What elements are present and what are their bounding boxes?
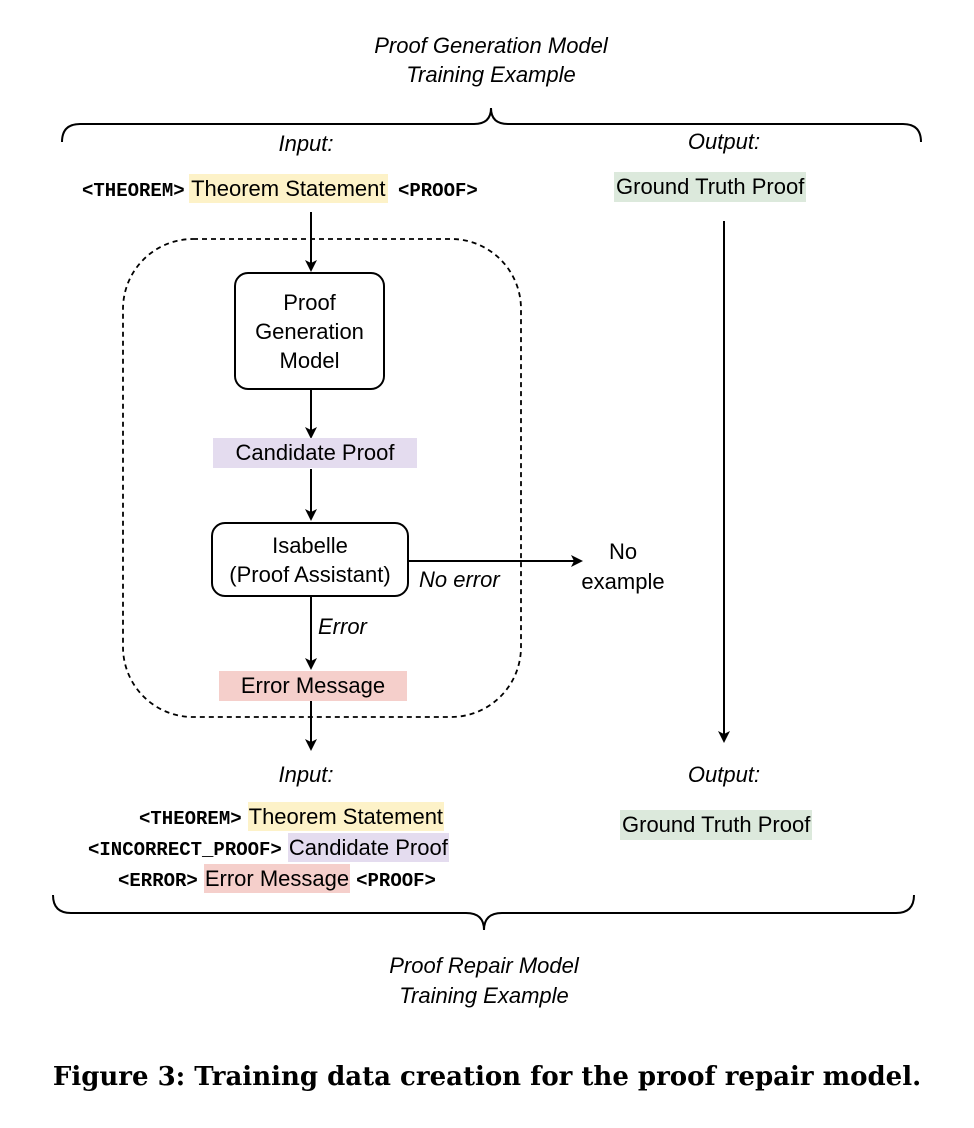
bottom-candidate-proof: Candidate Proof — [287, 833, 449, 862]
bottom-input-line3: <ERROR>Error Message<PROOF> — [118, 864, 436, 897]
incorrect-proof-tag: <INCORRECT_PROOF> — [88, 839, 282, 861]
proof-generation-model-label: Proof Generation Model — [255, 289, 364, 373]
isabelle-sub-label: (Proof Assistant) — [229, 561, 391, 587]
bottom-input-line1: <THEOREM>Theorem Statement — [139, 802, 445, 835]
no-example-line1: No — [608, 539, 638, 564]
top-input-line: <THEOREM> Theorem Statement <PROOF> — [82, 174, 478, 207]
bottom-input-label: Input: — [278, 762, 334, 787]
bottom-theorem-statement: Theorem Statement — [247, 802, 445, 831]
top-input-label: Input: — [278, 131, 334, 156]
top-brace — [61, 107, 922, 143]
proof-generation-model-box: Proof Generation Model — [234, 272, 385, 390]
top-ground-truth: Ground Truth Proof — [614, 172, 807, 202]
top-label-line1: Proof Generation Model — [374, 33, 608, 58]
dashed-region — [122, 238, 522, 718]
bottom-proof-tag: <PROOF> — [356, 870, 436, 892]
bottom-label-line1: Proof Repair Model — [389, 953, 579, 978]
theorem-statement: Theorem Statement — [189, 174, 388, 203]
top-output-label: Output: — [687, 129, 761, 154]
isabelle-label: Isabelle — [272, 532, 348, 558]
no-error-label: No error — [419, 567, 500, 592]
figure-caption: Figure 3: Training data creation for the… — [52, 1062, 922, 1092]
theorem-tag: <THEOREM> — [82, 180, 185, 202]
bottom-brace — [52, 894, 915, 931]
candidate-proof: Candidate Proof — [213, 438, 417, 468]
bottom-ground-truth: Ground Truth Proof — [620, 810, 813, 840]
bottom-theorem-tag: <THEOREM> — [139, 808, 242, 830]
bottom-label-line2: Training Example — [399, 983, 569, 1008]
error-message: Error Message — [219, 671, 407, 701]
error-tag: <ERROR> — [118, 870, 198, 892]
bottom-output-label: Output: — [687, 762, 761, 787]
bottom-error-message: Error Message — [203, 864, 351, 893]
isabelle-box: Isabelle (Proof Assistant) — [211, 522, 409, 597]
proof-tag: <PROOF> — [397, 180, 478, 202]
top-label-line2: Training Example — [406, 62, 576, 87]
error-label: Error — [318, 614, 367, 639]
bottom-input-line2: <INCORRECT_PROOF>Candidate Proof — [88, 833, 449, 866]
no-example-line2: example — [581, 569, 665, 594]
